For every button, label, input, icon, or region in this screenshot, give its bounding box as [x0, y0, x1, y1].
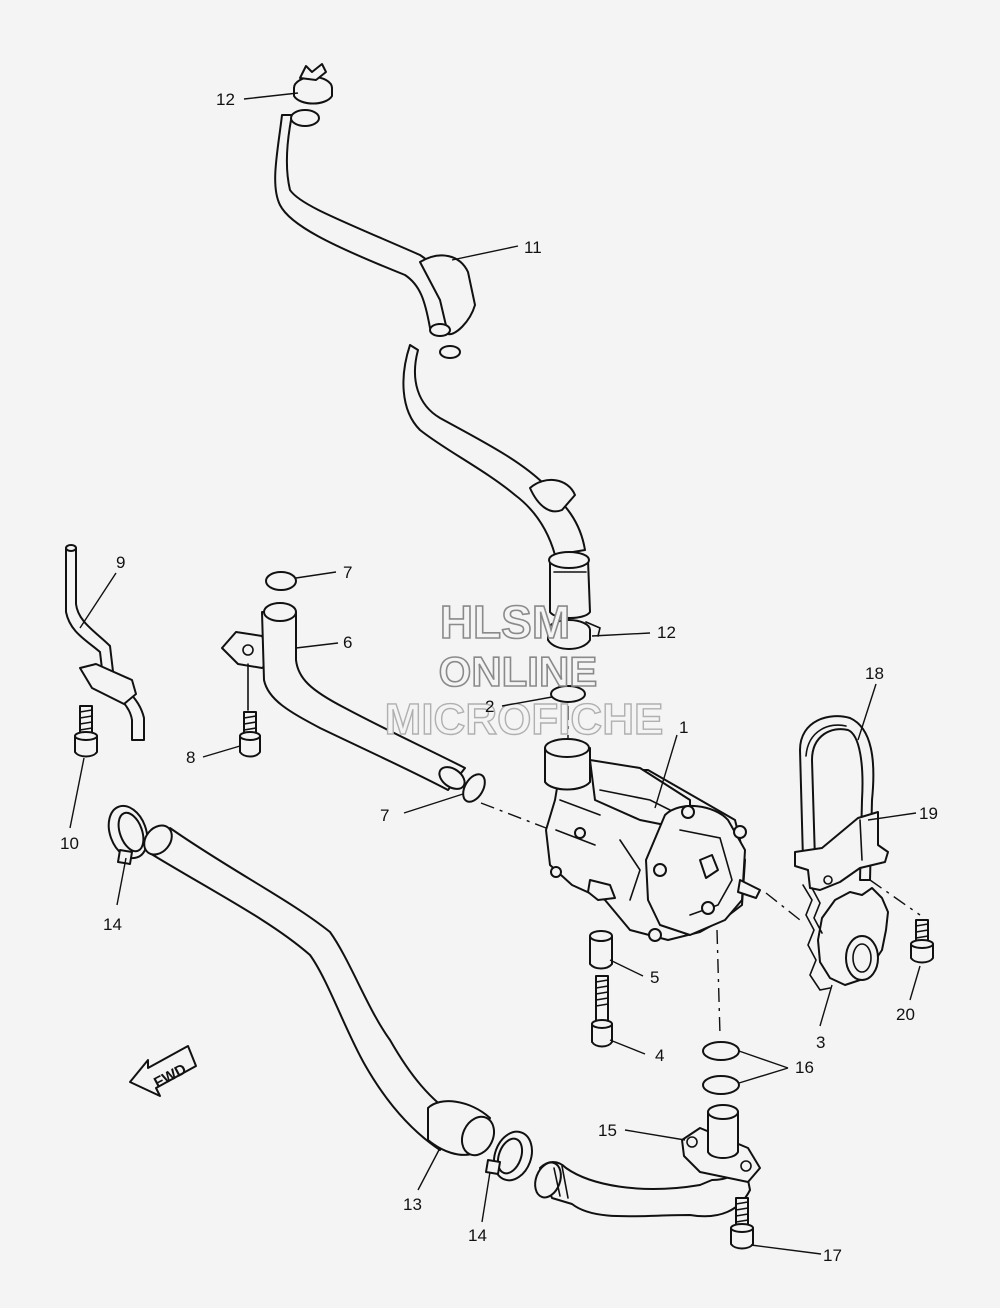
callouts: 12 11 12 2 1 7 6 7 8 9 10 14 5 4 16 15 1…	[60, 90, 938, 1265]
oil-pump-1	[544, 738, 761, 942]
callout-16: 16	[795, 1058, 814, 1077]
bolt-17	[730, 1197, 754, 1250]
callout-10: 10	[60, 834, 79, 853]
sprocket-3	[802, 884, 889, 991]
clamp-12-top	[293, 63, 333, 105]
callout-14-left: 14	[103, 915, 122, 934]
callout-13: 13	[403, 1195, 422, 1214]
callout-19: 19	[919, 804, 938, 823]
callout-7-top: 7	[343, 563, 352, 582]
hose-11	[274, 109, 591, 619]
watermark-line-3: MICROFICHE	[385, 695, 664, 744]
watermark-line-2: ONLINE	[439, 648, 598, 695]
callout-17: 17	[823, 1246, 842, 1265]
clamp-14-bottom	[485, 1130, 533, 1182]
assembly-lines	[480, 706, 921, 1036]
callout-12-top: 12	[216, 90, 235, 109]
pipe-6	[221, 602, 466, 791]
callout-9: 9	[116, 553, 125, 572]
o-ring-16-top	[702, 1041, 740, 1061]
callout-18: 18	[865, 664, 884, 683]
bolt-4	[591, 975, 613, 1048]
clamp-12-mid	[547, 619, 601, 650]
bolt-8	[239, 711, 261, 758]
callout-5: 5	[650, 968, 659, 987]
callout-6: 6	[343, 633, 352, 652]
fwd-arrow: FWD	[129, 1045, 197, 1097]
o-ring-7-bottom	[462, 773, 486, 803]
callout-8: 8	[186, 748, 195, 767]
watermark-line-1: HLSM	[440, 596, 570, 648]
callout-20: 20	[896, 1005, 915, 1024]
watermark: HLSM ONLINE MICROFICHE	[384, 595, 664, 745]
hose-13	[143, 824, 496, 1157]
bolt-20	[910, 919, 934, 964]
leader-lines	[69, 92, 921, 1255]
pipe-15	[534, 1104, 761, 1218]
callout-11: 11	[524, 238, 542, 257]
pipe-9	[65, 544, 145, 741]
callout-3: 3	[816, 1033, 825, 1052]
o-ring-7-top	[265, 571, 297, 591]
o-ring-2	[550, 685, 586, 703]
o-ring-16-bottom	[702, 1075, 740, 1095]
clamp-14-left	[107, 804, 149, 865]
bolt-10	[74, 705, 98, 758]
callout-15: 15	[598, 1121, 617, 1140]
callout-7-bottom: 7	[380, 806, 389, 825]
callout-4: 4	[655, 1046, 664, 1065]
callout-14-bottom: 14	[468, 1226, 487, 1245]
callout-1: 1	[679, 718, 688, 737]
callout-2: 2	[485, 697, 494, 716]
callout-12-mid: 12	[657, 623, 676, 642]
dowel-5	[589, 930, 613, 970]
chain-guide-19	[794, 811, 889, 891]
